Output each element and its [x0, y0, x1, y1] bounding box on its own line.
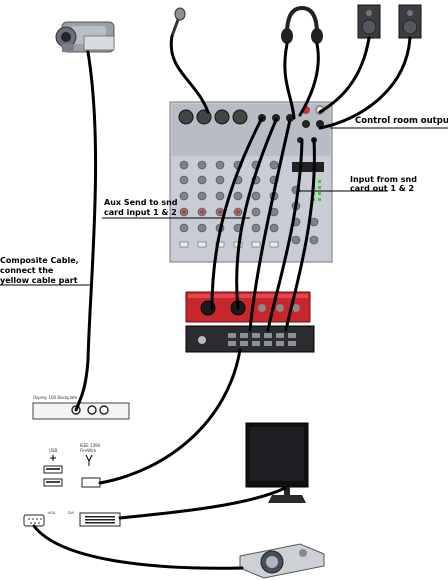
vga-label: VGA — [48, 511, 56, 515]
studio-monitor-icon — [357, 4, 422, 39]
audio-interface-red — [185, 291, 311, 323]
return-cable-1 — [248, 118, 292, 332]
camcorder-icon — [55, 21, 115, 53]
headphones-icon — [281, 5, 323, 44]
headphone-cable — [283, 42, 296, 120]
control-room-output-label: Control room output — [355, 116, 448, 126]
firewire-label-2: FireWire — [80, 448, 97, 453]
lcd-monitor-icon — [245, 422, 309, 503]
dvi-label: DVI — [68, 511, 74, 515]
composite-cable-label-1: Composite Cable, — [0, 256, 79, 265]
firewire-cable — [98, 348, 242, 485]
firewire-icon — [85, 454, 93, 466]
usb-icon — [50, 455, 56, 461]
video-out-ports: VGA DVI — [23, 511, 121, 527]
aux-send-label-2: card input 1 & 2 — [104, 208, 177, 217]
aux-send-cable-1 — [210, 116, 264, 310]
usb-label: USB — [49, 448, 57, 453]
return-cable-2 — [266, 138, 304, 332]
microphone-cable — [169, 34, 210, 114]
vga-cable — [32, 524, 244, 570]
audio-mixer — [169, 101, 333, 263]
firewire-label-1: IEEE 1394 — [80, 443, 101, 448]
speaker-cable-left — [318, 36, 371, 114]
composite-cable-label-3: yellow cable part — [0, 276, 78, 285]
dvi-cable — [118, 486, 287, 520]
projector-icon — [239, 543, 325, 579]
cables — [32, 34, 412, 570]
speaker-cable-right — [318, 36, 412, 130]
capture-card-title: Osprey 100 Backplate — [33, 395, 78, 400]
composite-cable — [74, 50, 98, 412]
capture-card: Osprey 100 Backplate — [32, 395, 130, 420]
input-from-snd-label-1: Input from snd — [350, 175, 417, 184]
microphone-icon — [170, 7, 186, 37]
label-pointers — [0, 127, 448, 286]
input-from-snd-label-2: card out 1 & 2 — [350, 184, 414, 193]
aux-send-label-1: Aux Send to snd — [104, 198, 178, 207]
usb-ports: USB — [43, 448, 63, 487]
firewire-port: IEEE 1394 FireWire — [80, 443, 101, 488]
composite-cable-label-2: connect the — [0, 266, 54, 275]
